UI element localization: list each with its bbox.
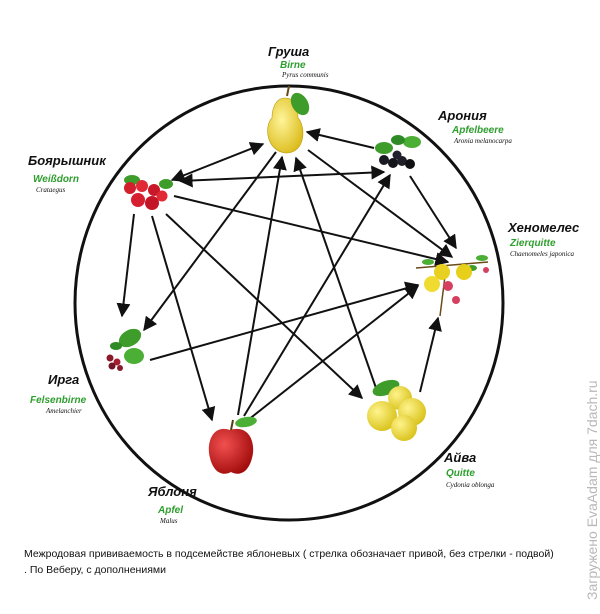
pear-fruit-image [267, 85, 310, 154]
irga-branch-image [106, 328, 144, 371]
arrow-quince-chaenomeles [419, 316, 442, 393]
arrow-quince-pear [293, 156, 377, 389]
arrow-apple-pear [237, 155, 287, 416]
pear-label-la: Pyrus communis [281, 71, 329, 79]
arrow-hawthorn-apple [151, 215, 216, 422]
arrow-hawthorn-aronia [178, 165, 386, 188]
aronia-label-ru: Арония [437, 108, 487, 123]
quince-label-ru: Айва [443, 450, 476, 465]
quince-node: Айва Quitte Cydonia oblonga [367, 379, 495, 489]
chaenomeles-label-de: Zierquitte [509, 238, 556, 249]
aronia-label-la: Aronia melanocarpa [453, 137, 512, 145]
pear-label-ru: Груша [268, 44, 309, 59]
arrow-pear-irga [143, 151, 277, 332]
arrow-apple-chaenomeles [247, 285, 420, 421]
apple-label-ru: Яблоня [147, 484, 197, 499]
pear-label-de: Birne [280, 60, 306, 71]
arrow-hawthorn-chaenomeles [173, 195, 450, 266]
arrow-hawthorn-pear [170, 142, 265, 182]
chaenomeles-branch-image [415, 255, 489, 317]
arrow-hawthorn-irga [116, 213, 135, 318]
arrow-pear-chaenomeles [307, 149, 454, 258]
chaenomeles-label-ru: Хеномелес [507, 220, 580, 235]
caption-text: Межродовая прививаемость в подсемействе … [24, 548, 554, 576]
apple-fruit-image [208, 416, 257, 474]
arrow-aronia-pear [305, 128, 375, 149]
quince-label-de: Quitte [446, 468, 475, 479]
hawthorn-label-de: Weißdorn [33, 174, 79, 185]
hawthorn-label-la: Crataegus [36, 186, 65, 194]
irga-label-de: Felsenbirne [30, 395, 87, 406]
arrow-apple-aronia [243, 173, 391, 417]
hawthorn-berries-image [124, 175, 173, 210]
apple-label-de: Apfel [157, 505, 183, 516]
arrow-hawthorn-quince [165, 213, 364, 399]
hawthorn-node: Боярышник Weißdorn Crataegus [28, 153, 173, 210]
apple-label-la: Malus [159, 517, 178, 525]
aronia-label-de: Apfelbeere [451, 125, 504, 136]
irga-label-ru: Ирга [48, 372, 79, 387]
chaenomeles-node: Хеномелес Zierquitte Chaenomeles japonic… [415, 220, 580, 317]
quince-label-la: Cydonia oblonga [446, 481, 495, 489]
chaenomeles-label-la: Chaenomeles japonica [510, 250, 574, 258]
hawthorn-label-ru: Боярышник [28, 153, 107, 168]
irga-label-la: Amelanchier [45, 407, 82, 415]
aronia-berries-image [375, 135, 421, 169]
arrow-aronia-chaenomeles [409, 175, 457, 250]
graft-arrows [116, 128, 457, 422]
aronia-node: Арония Apfelbeere Aronia melanocarpa [375, 108, 512, 169]
irga-node: Ирга Felsenbirne Amelanchier [30, 328, 144, 415]
quince-fruit-image [367, 379, 426, 441]
arrow-irga-chaenomeles [149, 281, 420, 361]
watermark-text: Загружено EvaAdam для 7dach.ru [584, 380, 600, 600]
apple-node: Яблоня Apfel Malus [147, 416, 257, 525]
pear-node: Груша Birne Pyrus communis [267, 44, 329, 154]
